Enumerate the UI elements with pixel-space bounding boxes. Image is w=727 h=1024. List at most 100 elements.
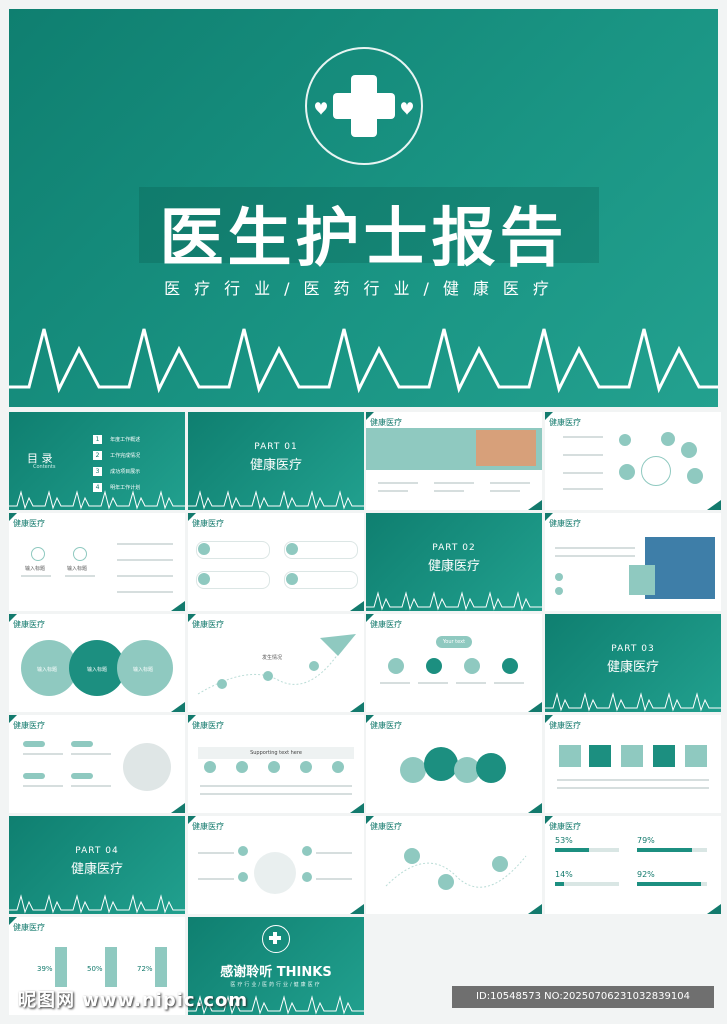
report-subtitle: 医疗行业/医药行业/健康医疗 — [164, 279, 563, 298]
flow-tag: Your text — [436, 636, 472, 648]
heartbeat-line — [366, 591, 542, 611]
toc-label: 成功项目展示 — [110, 469, 141, 475]
progress-bar — [637, 882, 707, 886]
toc-item[interactable]: 1 年度工作概述 — [93, 426, 181, 444]
slide-header: 健康医疗 — [366, 816, 402, 831]
medical-cross-emblem — [305, 47, 423, 165]
stat-percent: 14% — [555, 870, 573, 879]
slide-content: 健康医疗 — [188, 816, 364, 914]
slide-content: 健康医疗 — [9, 715, 185, 813]
slide-header: 健康医疗 — [188, 715, 224, 730]
slide-content: 健康医疗 — [366, 715, 542, 813]
slide-part-02: PART 02 健康医疗 — [366, 513, 542, 611]
slide-header: 健康医疗 — [9, 917, 45, 932]
slide-part-03: PART 03 健康医疗 — [545, 614, 721, 712]
part-name: 健康医疗 — [606, 660, 659, 675]
slide-part-01: PART 01 健康医疗 — [188, 412, 364, 510]
slide-content: 健康医疗 Your text — [366, 614, 542, 712]
part-number: PART 04 — [75, 846, 119, 856]
heartbeat-line — [545, 692, 721, 712]
toc-num: 1 — [93, 435, 102, 444]
slide-content: 健康医疗 — [366, 816, 542, 914]
growth-curve — [385, 848, 527, 890]
toc-item[interactable]: 4 明年工作计划 — [93, 474, 181, 492]
heartbeat-line — [188, 490, 364, 510]
title-band — [139, 187, 599, 263]
slide-content: 健康医疗 — [545, 715, 721, 813]
toc-item[interactable]: 3 成功项目展示 — [93, 458, 181, 476]
slide-header: 健康医疗 — [188, 816, 224, 831]
stat-percent: 79% — [637, 836, 655, 845]
slide-content: 健康医疗 输入标题 输入标题 输入标题 — [9, 614, 185, 712]
part-name: 健康医疗 — [70, 862, 123, 877]
progress-fill — [637, 848, 693, 852]
people-percent: 50% — [87, 965, 103, 973]
slide-content: 健康医疗 — [545, 513, 721, 611]
report-title: 医生护士报告 — [159, 202, 568, 276]
image-placeholder — [123, 743, 171, 791]
slide-header: 健康医疗 — [545, 715, 581, 730]
slide-header: 健康医疗 — [9, 715, 45, 730]
slide-header: 健康医疗 — [188, 614, 224, 629]
slide-header: 健康医疗 — [366, 614, 402, 629]
slide-header: 健康医疗 — [366, 412, 402, 427]
slide-header: 健康医疗 — [545, 513, 581, 528]
supporting-text: Supporting text here — [198, 747, 354, 759]
slide-header: 健康医疗 — [545, 412, 581, 427]
progress-bar — [637, 848, 707, 852]
part-number: PART 02 — [432, 543, 476, 553]
toc-item[interactable]: 2 工作完成情况 — [93, 442, 181, 460]
part-number: PART 03 — [611, 644, 655, 654]
heartbeat-line — [9, 894, 185, 914]
progress-bar — [555, 882, 619, 886]
slide-content: 健康医疗 输入标题 输入标题 — [9, 513, 185, 611]
input-title-label: 输入标题 — [133, 667, 154, 673]
image-placeholder — [254, 852, 296, 894]
slide-content: 健康医疗 — [545, 412, 721, 510]
slide-header: 健康医疗 — [366, 715, 402, 730]
slide-people: 健康医疗 39% 50% 72% — [9, 917, 185, 1015]
slide-toc: 目 录 Contents 1 年度工作概述 2 工作完成情况 3 成功项目展示 … — [9, 412, 185, 510]
people-percent: 72% — [137, 965, 153, 973]
slide-content: 健康医疗 — [188, 513, 364, 611]
input-title-label: 输入标题 — [25, 566, 46, 572]
ending-title: 感谢聆听 THINKS — [220, 965, 332, 980]
heartbeat-line — [9, 490, 185, 510]
slide-content: 健康医疗 — [366, 412, 542, 510]
ending-subtitle: 医疗行业/医药行业/健康医疗 — [230, 982, 322, 988]
slide-header: 健康医疗 — [188, 513, 224, 528]
part-name: 健康医疗 — [427, 559, 480, 574]
stat-percent: 92% — [637, 870, 655, 879]
progress-bar — [555, 848, 619, 852]
progress-fill — [637, 882, 702, 886]
watermark-brand: 昵图网 www.nipic.com — [18, 990, 249, 1011]
slide-content: 健康医疗 Supporting text here — [188, 715, 364, 813]
toc-num: 3 — [93, 467, 102, 476]
toc-title: 目 录 — [27, 452, 53, 465]
stat-percent: 53% — [555, 836, 573, 845]
medical-cross-icon — [315, 75, 413, 137]
slide-ending: 感谢聆听 THINKS 医疗行业/医药行业/健康医疗 — [188, 917, 364, 1015]
heartbeat-line — [188, 995, 364, 1015]
toc-label: 年度工作概述 — [110, 437, 141, 443]
part-name: 健康医疗 — [249, 458, 302, 473]
image-placeholder — [645, 537, 715, 599]
paper-plane-icon — [197, 634, 356, 695]
medical-cross-icon — [269, 932, 281, 944]
cover-slide: 医生护士报告 医疗行业/医药行业/健康医疗 — [9, 9, 718, 407]
timeline-label: 发生情况 — [262, 655, 283, 661]
input-title-label: 输入标题 — [67, 566, 88, 572]
input-title-label: 输入标题 — [87, 667, 108, 673]
toc-num: 4 — [93, 483, 102, 492]
image-id-bar: ID:10548573 NO:20250706231032839104 — [452, 986, 714, 1008]
toc-label: 明年工作计划 — [110, 485, 141, 491]
slide-part-04: PART 04 健康医疗 — [9, 816, 185, 914]
progress-fill — [555, 848, 589, 852]
input-title-label: 输入标题 — [37, 667, 58, 673]
image-placeholder — [476, 430, 536, 466]
part-number: PART 01 — [254, 442, 298, 452]
heartbeat-line — [9, 328, 718, 394]
slide-header: 健康医疗 — [9, 614, 45, 629]
toc-title-en: Contents — [33, 464, 56, 470]
progress-fill — [555, 882, 564, 886]
